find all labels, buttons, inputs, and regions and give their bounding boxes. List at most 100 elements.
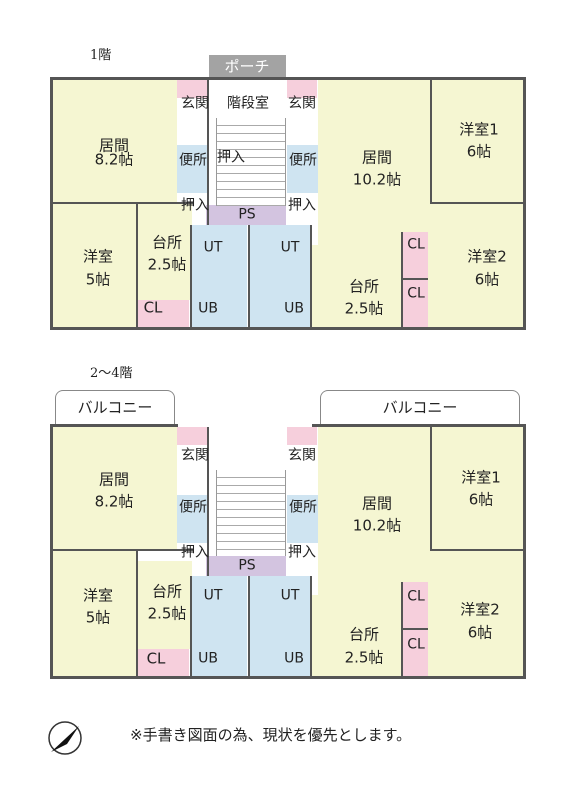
f2-right-toilet-label: 便所: [289, 499, 317, 516]
f1-right-western1-size: 6帖: [466, 142, 492, 161]
f2-left-living-size: 8.2帖: [94, 492, 134, 511]
f2-right-western2-name: 洋室2: [460, 600, 500, 619]
f1-left-oshiire-bottom: 押入: [181, 197, 209, 214]
f2-right-closet1: [403, 582, 428, 628]
f1-left-toilet-label: 便所: [179, 152, 207, 169]
f1-left-living-size: 8.2帖: [94, 150, 134, 169]
f1-right-oshiire-label: 押入: [288, 197, 316, 214]
f1-right-closet2-label: CL: [407, 285, 425, 302]
f2-right-living: [318, 427, 430, 595]
f1-right-western2-name: 洋室2: [467, 247, 507, 266]
f1-stair-hall-label: 階段室: [227, 95, 269, 112]
f1-stairs: [216, 118, 286, 206]
porch-label: ポーチ: [224, 57, 270, 76]
f1-left-living: [53, 80, 177, 202]
f2-left-living: [53, 427, 177, 549]
f2-left-ub-label: UB: [198, 650, 218, 667]
f1-right-living-size: 10.2帖: [352, 170, 402, 189]
f1-left-oshiire-top: 押入: [217, 149, 245, 166]
f2-right-toilet: [287, 495, 319, 543]
f1-left-closet: [138, 300, 189, 327]
f2-right-living-name: 居間: [361, 494, 393, 513]
f1-right-kitchen: [312, 245, 402, 327]
f1-left-entrance-mat: [177, 80, 207, 98]
f2-left-balcony: [55, 390, 175, 425]
f1-left-kitchen: [138, 204, 192, 300]
f1-right-western2-size: 6帖: [474, 270, 500, 289]
f1-left-toilet: [177, 145, 209, 193]
f2-right-western2: [428, 551, 523, 676]
f1-right-kitchen-name: 台所: [348, 277, 380, 296]
f1-left-kitchen-size: 2.5帖: [147, 255, 187, 274]
f2-ps-label: PS: [238, 557, 256, 574]
f1-right-entrance-label: 玄関: [288, 95, 316, 112]
f1-right-closet2: [403, 280, 428, 327]
f2-right-closet2-label: CL: [407, 636, 425, 653]
f2-right-closet2: [403, 630, 428, 676]
f2-left-western-size: 5帖: [85, 608, 111, 627]
f2-right-balcony-label: バルコニー: [382, 398, 458, 417]
f1-right-closet1: [403, 232, 428, 278]
f2-left-ut-label: UT: [203, 587, 223, 604]
f1-right-western2: [428, 204, 523, 327]
f2-left-closet-label: CL: [146, 649, 166, 668]
f2-left-kitchen: [138, 561, 192, 649]
f1-left-western-name: 洋室: [82, 247, 114, 266]
f1-left-bath: [192, 225, 247, 327]
f1-right-ut-label: UT: [280, 239, 300, 256]
f1-left-entrance-label: 玄関: [181, 95, 209, 112]
f1-right-western1-name: 洋室1: [459, 120, 499, 139]
f1-left-ut-label: UT: [203, 239, 223, 256]
f2-left-entrance-mat: [177, 427, 207, 445]
f2-left-kitchen-size: 2.5帖: [147, 604, 187, 623]
f2-right-entrance-mat: [287, 427, 317, 445]
f2-left-western: [53, 551, 136, 676]
f1-right-ub-label: UB: [284, 300, 304, 317]
f1-right-western1: [432, 80, 523, 202]
f1-left-kitchen-name: 台所: [151, 233, 183, 252]
f2-right-closet1-label: CL: [407, 588, 425, 605]
f1-left-closet-label: CL: [143, 298, 163, 317]
f2-left-oshiire-label: 押入: [181, 544, 209, 561]
f2-right-kitchen-name: 台所: [348, 625, 380, 644]
f1-right-entrance-mat: [287, 80, 317, 98]
f2-left-living-name: 居間: [98, 470, 130, 489]
f1-ps: [206, 205, 286, 225]
f2-right-balcony: [320, 390, 520, 425]
north-arrow-icon: [45, 718, 85, 758]
f2-left-toilet-label: 便所: [179, 499, 207, 516]
f2-right-western1: [432, 427, 523, 549]
f2-left-entrance-label: 玄関: [181, 447, 209, 464]
f2-right-entrance-label: 玄関: [288, 447, 316, 464]
f1-right-living-name: 居間: [361, 148, 393, 167]
f1-right-bath: [249, 225, 310, 327]
f1-left-western-size: 5帖: [85, 270, 111, 289]
f2-right-western1-size: 6帖: [468, 490, 494, 509]
f2-right-kitchen-size: 2.5帖: [344, 648, 384, 667]
f2-right-oshiire-label: 押入: [288, 544, 316, 561]
f2-left-toilet: [177, 495, 209, 543]
f1-right-closet1-label: CL: [407, 236, 425, 253]
disclaimer-note: ※手書き図面の為、現状を優先とします。: [130, 726, 412, 744]
f2-right-bath: [249, 576, 310, 676]
f2-right-living-size: 10.2帖: [352, 516, 402, 535]
porch: [209, 55, 286, 79]
f2-right-kitchen: [312, 595, 402, 676]
f1-left-western: [53, 204, 136, 327]
f2-left-closet: [138, 649, 189, 676]
f2-ps: [206, 556, 286, 576]
f2-right-western1-name: 洋室1: [461, 468, 501, 487]
f1-right-kitchen-size: 2.5帖: [344, 299, 384, 318]
f2-right-ut-label: UT: [280, 587, 300, 604]
floor2-title: 2～4階: [90, 366, 133, 381]
f2-right-ub-label: UB: [284, 650, 304, 667]
f1-right-toilet-label: 便所: [289, 152, 317, 169]
f2-left-kitchen-name: 台所: [151, 582, 183, 601]
f1-ps-label: PS: [238, 206, 256, 223]
f1-left-ub-label: UB: [198, 300, 218, 317]
f2-right-western2-size: 6帖: [467, 623, 493, 642]
f1-left-living-name: 居間: [98, 136, 130, 155]
f2-left-bath: [192, 576, 247, 676]
f1-right-living: [318, 80, 430, 245]
floor1-title: 1階: [90, 48, 112, 63]
